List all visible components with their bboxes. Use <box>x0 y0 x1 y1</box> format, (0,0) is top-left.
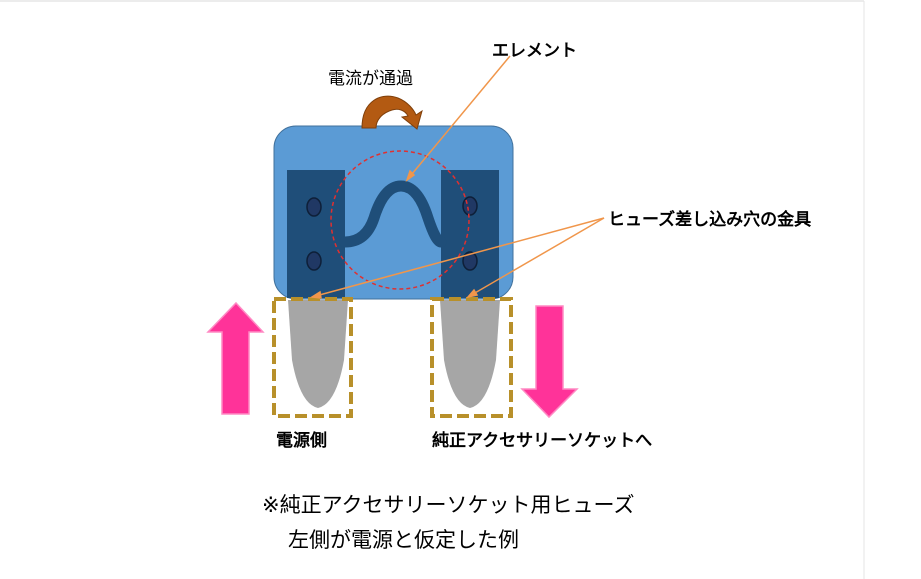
right-terminal <box>441 170 499 298</box>
note-line-2: 左側が電源と仮定した例 <box>288 528 519 552</box>
element-highlight-circle <box>330 150 470 290</box>
right-fitting-pointer-head <box>465 288 479 299</box>
element-pointer-line <box>406 55 511 181</box>
socket-out-arrow <box>520 305 579 419</box>
rivet-left-bottom <box>306 251 322 271</box>
rivet-right-bottom <box>462 251 478 271</box>
rivet-left-top <box>306 197 322 217</box>
right-blade <box>440 300 500 408</box>
socket-fitting-label: ヒューズ差し込み穴の金具 <box>608 210 812 230</box>
element-wire <box>339 180 447 248</box>
right-fitting-box <box>430 297 513 418</box>
left-fitting-box <box>272 297 353 418</box>
to-socket-label: 純正アクセサリーソケットへ <box>432 431 653 451</box>
note-line-1: ※純正アクセサリーソケット用ヒューズ <box>262 493 635 517</box>
left-terminal <box>287 170 345 298</box>
left-fitting-pointer-line <box>311 217 605 298</box>
current-flow-label: 電流が通過 <box>328 69 413 89</box>
right-fitting-pointer-line <box>467 217 605 298</box>
rivet-right-top <box>462 196 478 216</box>
element-pointer-head <box>405 169 416 182</box>
left-fitting-pointer-head <box>309 290 322 299</box>
power-in-arrow <box>206 301 265 415</box>
left-blade <box>288 300 348 408</box>
element-label: エレメント <box>492 41 577 61</box>
pointer-lines <box>309 55 605 299</box>
current-flow-curved-arrow <box>361 95 423 130</box>
power-side-label: 電源側 <box>276 431 327 451</box>
